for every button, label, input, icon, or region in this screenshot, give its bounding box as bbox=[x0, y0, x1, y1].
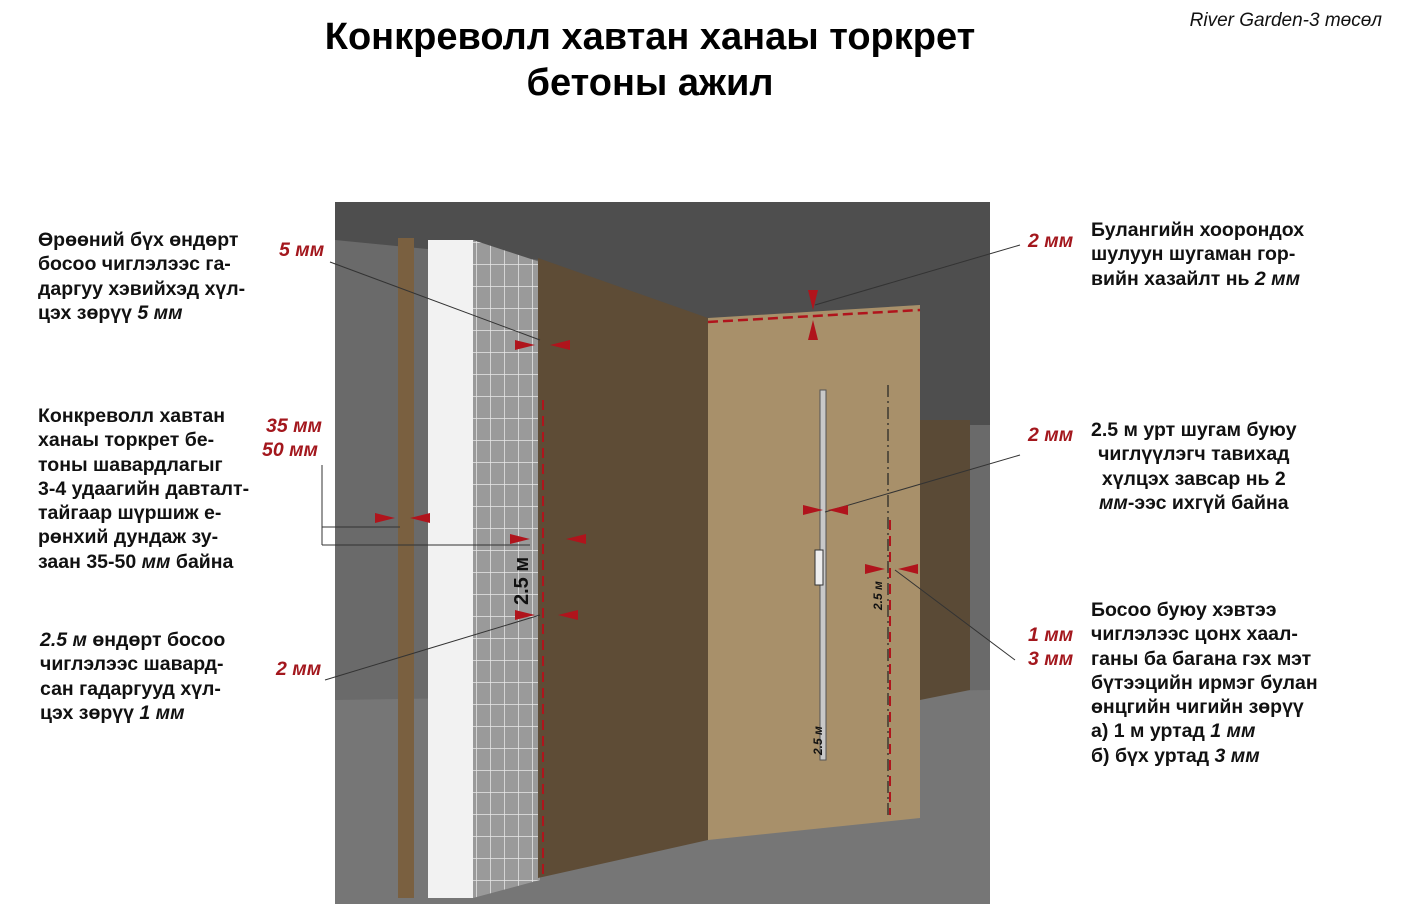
note-line: Өрөөний бүх өндөрт bbox=[38, 229, 239, 251]
leader-lines bbox=[321, 244, 1021, 681]
note-line: чиглэлээс цонх хаал- bbox=[1091, 623, 1298, 646]
title-line-1: Конкреволл хавтан ханаы торкрет bbox=[324, 16, 976, 58]
note-line: цэх зөрүү 5 мм bbox=[38, 301, 245, 325]
note-line: вийн хазайлт нь 2 мм bbox=[1091, 267, 1304, 291]
dimension-arrows bbox=[375, 290, 918, 620]
dimension-50mm: 50 мм bbox=[262, 439, 318, 461]
dimension-35mm: 35 мм bbox=[266, 415, 322, 437]
dark-panel bbox=[538, 258, 708, 878]
note-line: б) бүх уртад 3 мм bbox=[1091, 744, 1318, 768]
note-text: цэх зөрүү bbox=[40, 701, 140, 724]
left-board bbox=[398, 238, 414, 898]
ceiling bbox=[335, 202, 990, 425]
note-text: өндөрт босоо bbox=[86, 629, 226, 651]
note-line: тоны шавардлагыг bbox=[38, 453, 223, 476]
note-line: ганы ба багана гэх мэт bbox=[1091, 647, 1312, 670]
note-text: а) 1 м уртад bbox=[1091, 720, 1211, 743]
back-wall bbox=[920, 420, 970, 700]
note-value: 5 мм bbox=[137, 301, 183, 324]
note-line: заан 35-50 мм байна bbox=[38, 550, 249, 574]
note-line: тайгаар шүршиж е- bbox=[38, 502, 222, 525]
note-value: 1 мм bbox=[139, 701, 185, 724]
note-line: өнцгийн чигийн зөрүү bbox=[1091, 696, 1304, 719]
light-panel bbox=[708, 305, 920, 840]
note-line: чиглүүлэгч тавихад bbox=[1098, 443, 1290, 466]
dimension-1mm: 1 мм bbox=[1028, 624, 1074, 646]
white-slab bbox=[428, 240, 473, 898]
note-line: цэх зөрүү 1 мм bbox=[40, 701, 225, 725]
title-line-2: бетоны ажил bbox=[526, 62, 774, 104]
note-line: ханаы торкрет бе- bbox=[38, 429, 215, 452]
mesh-panel bbox=[473, 240, 540, 898]
note-text: цэх зөрүү bbox=[38, 301, 138, 324]
note-value: 1 мм bbox=[1210, 720, 1256, 743]
ceiling-dashed-line bbox=[707, 308, 921, 324]
note-line: хүлцэх завсар нь 2 bbox=[1101, 467, 1286, 490]
note-text: заан 35-50 bbox=[38, 550, 142, 573]
note-straightedge-gap: 2.5 м урт шугам буюу чиглүүлэгч тавихад … bbox=[1091, 418, 1297, 515]
rule-label: 2.5 м bbox=[811, 726, 825, 756]
note-shotcrete-thickness: Конкреволл хавтан ханаы торкрет бе- тоны… bbox=[38, 404, 249, 574]
note-line: шулуун шугаман гор- bbox=[1091, 243, 1296, 266]
note-text: -ээс ихгүй байна bbox=[1127, 491, 1289, 514]
dimension-2mm-left: 2 мм bbox=[276, 658, 322, 680]
note-floor-height-deviation: Өрөөний бүх өндөрт босоо чиглэлээс га- д… bbox=[38, 228, 245, 325]
rule-label: 2.5 м bbox=[871, 581, 885, 611]
note-corner-line-deviation: Булангийн хоорондох шулуун шугаман гор- … bbox=[1091, 218, 1304, 291]
note-line: Конкреволл хавтан bbox=[38, 405, 226, 427]
note-edge-deviation: Босоо буюу хэвтээ чиглэлээс цонх хаал- г… bbox=[1091, 598, 1318, 768]
note-line: рөнхий дундаж зу- bbox=[38, 526, 219, 549]
dimension-5mm: 5 мм bbox=[279, 239, 325, 261]
note-value: мм bbox=[141, 550, 171, 573]
note-line: Булангийн хоорондох bbox=[1091, 219, 1305, 241]
note-text: байна bbox=[170, 550, 234, 573]
page-title: Конкреволл хавтан ханаы торкрет бетоны а… bbox=[200, 14, 1100, 106]
note-line: мм-ээс ихгүй байна bbox=[1091, 491, 1297, 515]
dimension-2mm-top: 2 мм bbox=[1028, 230, 1074, 252]
note-line: босоо чиглэлээс га- bbox=[38, 253, 231, 276]
note-text: б) бүх уртад bbox=[1091, 744, 1215, 767]
note-line: бүтээцийн ирмэг булан bbox=[1091, 671, 1318, 694]
note-value: 3 мм bbox=[1214, 744, 1260, 767]
note-text: вийн хазайлт нь bbox=[1091, 267, 1255, 290]
note-line: 2.5 м урт шугам буюу bbox=[1091, 419, 1297, 441]
note-plaster-surface-deviation: 2.5 м өндөрт босоо чиглэлээс шавард- сан… bbox=[40, 628, 225, 725]
note-value: 2.5 м bbox=[40, 629, 87, 651]
note-line: чиглэлээс шавард- bbox=[40, 653, 224, 676]
note-line: 2.5 м өндөрт босоо bbox=[40, 628, 225, 652]
rule-label: 2.5 м bbox=[511, 557, 533, 605]
note-line: даргуу хэвийхэд хүл- bbox=[38, 277, 246, 300]
note-line: сан гадаргууд хүл- bbox=[40, 677, 221, 700]
note-value: 2 мм bbox=[1254, 267, 1301, 290]
dimension-2mm-mid: 2 мм bbox=[1028, 424, 1074, 446]
project-label: River Garden-3 төсөл bbox=[1189, 10, 1382, 31]
level-rule-handle bbox=[814, 549, 824, 586]
note-line: Босоо буюу хэвтээ bbox=[1091, 599, 1277, 621]
dimension-3mm: 3 мм bbox=[1028, 648, 1074, 670]
note-line: 3-4 удаагийн давталт- bbox=[38, 477, 250, 500]
note-line: а) 1 м уртад 1 мм bbox=[1091, 719, 1318, 743]
note-value: мм bbox=[1099, 491, 1128, 514]
